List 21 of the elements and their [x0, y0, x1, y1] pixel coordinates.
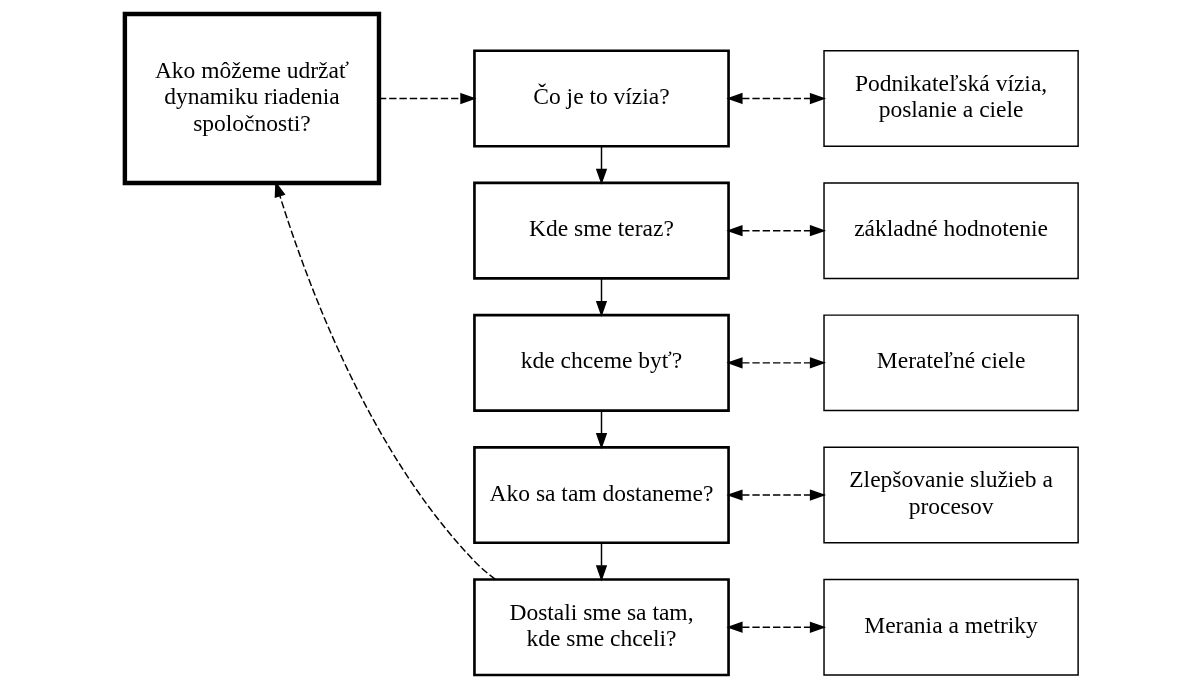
node-box: Ako sa tam dostaneme? — [473, 446, 730, 545]
arrow — [726, 92, 827, 105]
arrow — [726, 621, 827, 633]
arrow — [595, 145, 608, 185]
node-box: Merania a metriky — [823, 578, 1079, 676]
arrow — [595, 410, 608, 450]
arrow — [378, 92, 477, 105]
arrow — [726, 489, 827, 501]
arrow — [595, 277, 608, 318]
node-box: Čo je to vízia? — [473, 49, 730, 148]
node-box: kde chceme byť? — [473, 313, 730, 412]
node-box: Zlepšovanie služieb a procesov — [823, 446, 1079, 544]
node-box: Dostali sme sa tam, kde sme chceli? — [473, 578, 730, 677]
node-box: základné hodnotenie — [823, 182, 1079, 280]
node-box: Kde sme teraz? — [473, 181, 730, 280]
node-box: Podnikateľská vízia, poslanie a ciele — [823, 50, 1079, 147]
node-box: Merateľné ciele — [823, 314, 1079, 412]
node-box: Ako môžeme udržať dynamiku riadenia spoločnosti? — [122, 11, 382, 186]
arrow — [726, 225, 827, 237]
arrow — [595, 542, 608, 582]
arrow — [726, 357, 827, 369]
